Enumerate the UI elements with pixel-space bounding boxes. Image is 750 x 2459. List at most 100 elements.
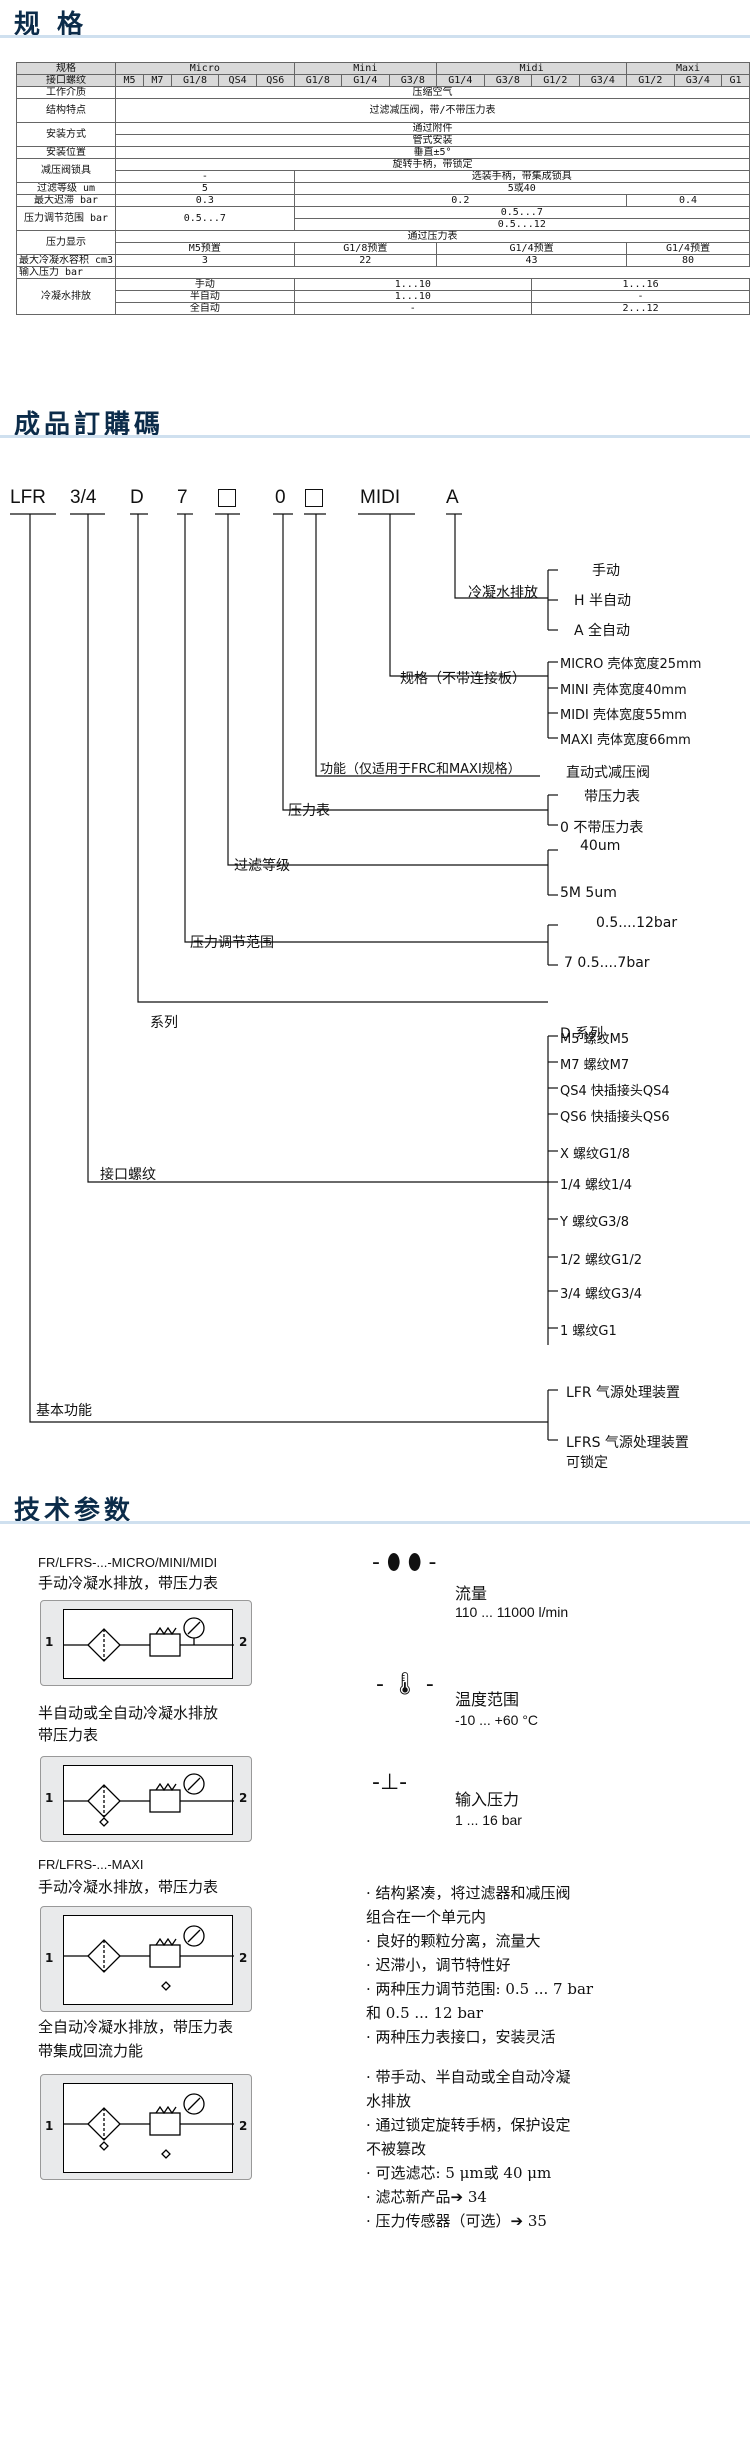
thread-cell: G1/8 — [293, 74, 343, 87]
group-label: 功能（仅适用于FRC和MAXI规格） — [320, 762, 521, 777]
port-label: 1 — [45, 2119, 54, 2133]
thread-cell: G1/2 — [626, 74, 675, 87]
table-cell: 80 — [626, 254, 750, 267]
order-code-tree — [10, 513, 558, 1441]
table-cell: 0.5...7 — [115, 206, 295, 231]
row-label: 安装方式 — [15, 122, 117, 147]
feature-item: · 通过锁定旋转手柄，保护设定 — [366, 2116, 571, 2134]
feature-item: · 两种压力调节范围: 0.5 ... 7 bar — [366, 1980, 594, 1998]
temperature-icon: - 🌡 - — [376, 1672, 434, 1697]
option-label: 可锁定 — [566, 1455, 608, 1471]
tech-section-header: 技术参数 — [0, 1486, 750, 1526]
table-cell: - — [531, 290, 750, 303]
thread-cell: G1/8 — [170, 74, 220, 87]
table-cell: 0.2 — [293, 194, 628, 207]
table-cell: 全自动 — [115, 302, 295, 315]
diagram-caption: 全自动冷凝水排放，带压力表 — [38, 2018, 234, 2036]
filter-regulator-symbol — [64, 1925, 234, 1991]
option-label: QS4 快插接头QS4 — [560, 1084, 670, 1099]
option-label: A 全自动 — [574, 623, 631, 639]
circuit-diagram: 1 2 — [40, 1906, 252, 2012]
series-header: Micro — [115, 62, 295, 75]
table-cell: M5预置 — [115, 242, 295, 255]
group-label: 过滤等级 — [234, 858, 290, 874]
table-cell: 通过压力表 — [115, 230, 750, 243]
option-label: 40um — [580, 838, 621, 854]
param-value: 110 ... 11000 l/min — [455, 1604, 569, 1620]
option-label: 0.5....12bar — [596, 915, 678, 931]
thread-cell: QS4 — [218, 74, 257, 87]
option-label: 1/2 螺纹G1/2 — [560, 1253, 643, 1268]
table-cell — [115, 266, 750, 279]
thread-cell: G1/2 — [531, 74, 580, 87]
option-label: MINI 壳体宽度40mm — [560, 683, 687, 698]
table-cell: 1...10 — [293, 278, 533, 291]
divider — [0, 435, 750, 438]
diagram-caption: 手动冷凝水排放，带压力表 — [38, 1878, 219, 1896]
table-cell: 选装手柄，带集成锁具 — [293, 170, 750, 183]
code-part: 7 — [177, 487, 188, 508]
placeholder-box — [218, 489, 236, 507]
port-label: 2 — [239, 1791, 248, 1805]
table-cell: - — [293, 302, 533, 315]
table-cell: 22 — [293, 254, 438, 267]
option-label: D 系列 — [560, 1026, 604, 1042]
table-cell: 过滤减压阀，带/不带压力表 — [115, 98, 750, 123]
row-label: 减压阀锁具 — [15, 158, 117, 183]
row-label: 冷凝水排放 — [15, 278, 117, 315]
table-header-label: 接口螺纹 — [15, 74, 117, 87]
feature-item: · 压力传感器（可选）➔ 35 — [366, 2212, 547, 2230]
code-part: MIDI — [360, 487, 401, 508]
flow-icon: - ⬮ ⬮ - — [372, 1550, 437, 1575]
table-cell: 半自动 — [115, 290, 295, 303]
port-label: 1 — [45, 1791, 54, 1805]
divider — [0, 1521, 750, 1524]
table-cell: 43 — [436, 254, 628, 267]
row-label: 过滤等级 um — [15, 182, 117, 195]
symbol-frame — [63, 1915, 234, 2005]
table-cell: 手动 — [115, 278, 295, 291]
symbol-frame — [63, 1765, 234, 1835]
filter-regulator-symbol — [64, 1773, 234, 1827]
symbol-frame — [63, 2083, 234, 2173]
table-cell: 3 — [115, 254, 295, 267]
row-label: 工作介质 — [15, 86, 117, 99]
group-label: 规格（不带连接板） — [400, 671, 526, 687]
option-label: MIDI 壳体宽度55mm — [560, 708, 687, 723]
port-label: 1 — [45, 1635, 54, 1649]
port-label: 2 — [239, 1635, 248, 1649]
row-label: 安装位置 — [15, 146, 117, 159]
thread-cell: QS6 — [255, 74, 295, 87]
diagram-caption: FR/LFRS-...-MAXI — [38, 1857, 144, 1872]
thread-cell: G1/4 — [436, 74, 485, 87]
option-label: 手动 — [592, 563, 620, 579]
placeholder-box — [305, 489, 323, 507]
divider — [0, 35, 750, 38]
option-label: LFR 气源处理装置 — [566, 1385, 681, 1401]
filter-regulator-symbol — [64, 2093, 234, 2159]
group-label: 系列 — [150, 1015, 178, 1031]
table-cell: 2...12 — [531, 302, 750, 315]
order-section-header: 成品訂購碼 — [0, 400, 750, 440]
code-part: 3/4 — [70, 487, 97, 508]
option-label: 3/4 螺纹G3/4 — [560, 1287, 643, 1302]
spec-section-header: 规 格 — [0, 0, 750, 40]
param-title: 流量 — [455, 1584, 488, 1603]
diagram-caption: 带压力表 — [38, 1726, 99, 1744]
table-cell: 5 — [115, 182, 295, 195]
option-label: X 螺纹G1/8 — [560, 1147, 631, 1162]
code-part: A — [446, 487, 459, 508]
symbol-frame — [63, 1609, 234, 1679]
series-header: Midi — [436, 62, 628, 75]
option-label: M7 螺纹M7 — [560, 1058, 630, 1073]
row-label: 压力调节范围 bar — [15, 206, 117, 231]
spec-table: 规格 Micro Mini Midi Maxi 接口螺纹 M5 M7 G1/8 … — [15, 62, 750, 315]
thread-cell: G3/8 — [483, 74, 533, 87]
circuit-diagram: 1 2 — [40, 2074, 252, 2180]
row-label: 最大迟滞 bar — [15, 194, 117, 207]
feature-item: · 可选滤芯: 5 μm或 40 μm — [366, 2164, 552, 2182]
param-value: -10 ... +60 °C — [455, 1712, 539, 1728]
group-label: 压力调节范围 — [190, 935, 274, 951]
code-part: LFR — [10, 487, 46, 508]
port-label: 2 — [239, 1951, 248, 1965]
